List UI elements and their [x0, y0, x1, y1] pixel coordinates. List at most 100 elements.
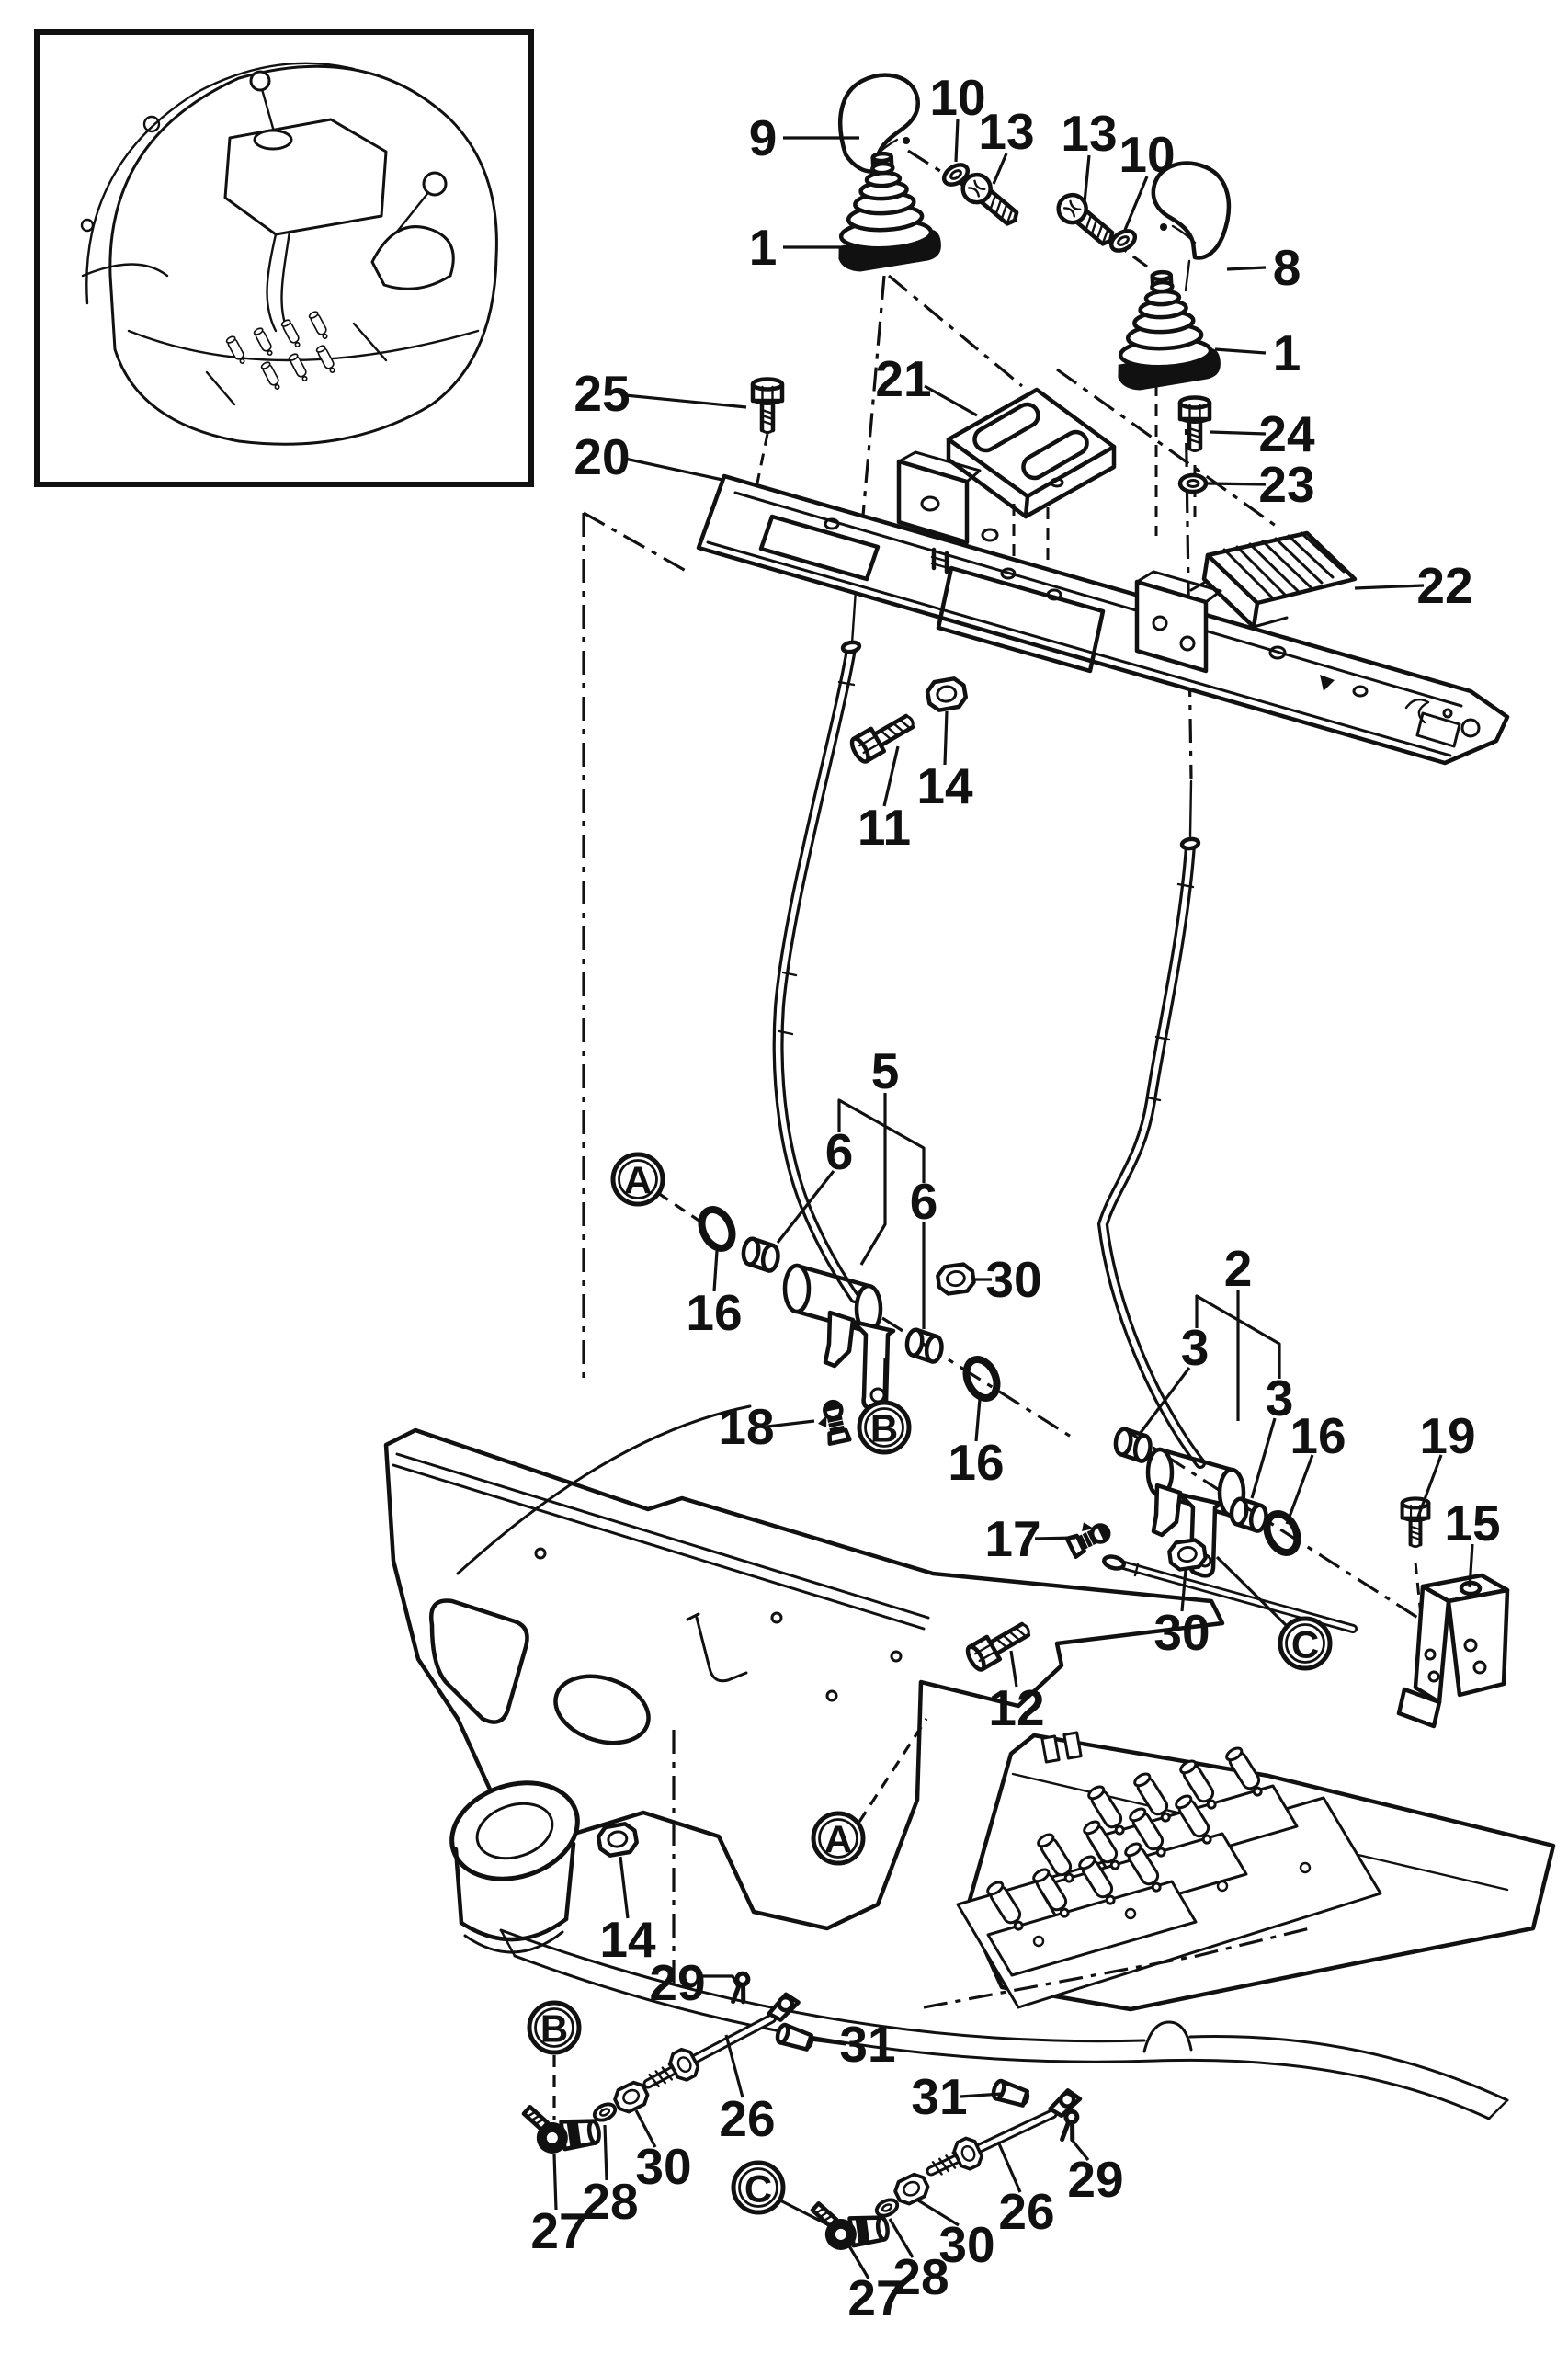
- reference-circle-A-0: A: [610, 1152, 665, 1207]
- callout-leader-5-16: [859, 1093, 887, 1266]
- bolt-19: [1403, 1498, 1429, 1546]
- part-callout-30-19: 30: [985, 1251, 1041, 1308]
- part-callout-19-27: 19: [1419, 1407, 1475, 1464]
- callout-leader-30-42: [917, 2199, 960, 2227]
- part-callout-6-18: 6: [910, 1173, 938, 1230]
- part-callout-3-25: 3: [1266, 1370, 1294, 1427]
- callout-leader-16-20: [712, 1250, 719, 1292]
- ref-leader-C-5: [778, 2198, 828, 2226]
- floor-plate-bottom: [499, 1928, 1509, 2120]
- part-callout-20-9: 20: [574, 428, 630, 485]
- nut-30-right-rod: [890, 2169, 933, 2209]
- part-callout-2-23: 2: [1224, 1240, 1253, 1297]
- callout-leader-22-13: [1354, 584, 1425, 590]
- reference-circle-B-4: B: [527, 2000, 582, 2055]
- washer-23: [1180, 475, 1206, 492]
- callout-leader-3-24: [1138, 1367, 1191, 1435]
- part-callout-27-44: 27: [847, 2269, 903, 2326]
- callout-leader-6-17: [776, 1170, 835, 1244]
- nut-14-upper: [926, 677, 968, 711]
- part-callout-14-15: 14: [916, 757, 973, 814]
- ref-leader-C-2: [1215, 1555, 1290, 1629]
- reference-letter-A: A: [624, 1159, 652, 1202]
- part-callout-28-43: 28: [892, 2248, 949, 2305]
- grease-fitting-17: [1063, 1514, 1112, 1556]
- machine-sketch: [80, 62, 498, 446]
- callout-leader-11-14: [882, 745, 900, 807]
- callout-leader-15-28: [1468, 1543, 1474, 1588]
- support-frame: [383, 1404, 1225, 1954]
- rubber-boot-1-right: [1113, 269, 1222, 392]
- callout-leader-16-26: [1285, 1454, 1314, 1525]
- callout-leader-25-8: [624, 393, 747, 409]
- part-callout-31-39: 31: [911, 2068, 967, 2125]
- part-callout-1-7: 1: [1273, 324, 1301, 381]
- callout-leader-21-10: [924, 384, 978, 417]
- callout-leader-8-5: [1226, 266, 1267, 271]
- part-callout-11-14: 11: [858, 799, 911, 856]
- joystick-handle-8: [1151, 161, 1232, 292]
- callout-leader-29-33: [699, 1974, 741, 1990]
- callout-leader-14-15: [943, 710, 949, 766]
- callout-leader-19-27: [1416, 1454, 1443, 1518]
- machine-overview-inset: [34, 29, 534, 487]
- part-callout-25-8: 25: [574, 365, 630, 422]
- part-callout-5-16: 5: [871, 1042, 900, 1099]
- part-callout-14-32: 14: [599, 1911, 656, 1968]
- rubber-boot-1-left: [834, 151, 943, 273]
- part-callout-24-11: 24: [1258, 405, 1315, 462]
- reference-circle-C-5: C: [731, 2160, 786, 2215]
- grease-fitting-18: [814, 1400, 849, 1445]
- reference-letter-C: C: [1291, 1623, 1319, 1666]
- reference-letter-B: B: [540, 2007, 568, 2051]
- callout-leader-28-37: [603, 2124, 608, 2181]
- part-callout-29-40: 29: [1067, 2151, 1123, 2208]
- callout-leader-1-7: [1214, 347, 1267, 355]
- part-callout-3-24: 3: [1181, 1319, 1210, 1376]
- plate-right-bracket: [1134, 570, 1222, 674]
- part-callout-9-0: 9: [749, 109, 778, 166]
- control-valve-block: [956, 1744, 1382, 2009]
- callout-leader-14-32: [619, 1856, 630, 1919]
- callout-leader-28-43: [888, 2218, 915, 2258]
- callout-leader-26-41: [996, 2141, 1022, 2193]
- screw-13-left: [958, 169, 1024, 231]
- part-callout-10-4: 10: [1119, 126, 1175, 183]
- part-callout-10-1: 10: [929, 69, 985, 126]
- part-callout-28-37: 28: [582, 2173, 638, 2230]
- reference-circle-A-3: A: [811, 1811, 866, 1866]
- o-ring-16-a: [696, 1205, 738, 1254]
- callout-leader-10-1: [954, 119, 960, 163]
- part-callout-16-26: 16: [1290, 1407, 1346, 1464]
- callout-leader-13-3: [1083, 154, 1091, 203]
- part-callout-16-20: 16: [686, 1284, 742, 1341]
- nut-30-a: [937, 1263, 975, 1294]
- ball-joint-27-left: [523, 2097, 601, 2156]
- clevis-pin-31-left: [776, 2024, 814, 2052]
- ref-leader-B-1: [882, 1358, 887, 1402]
- callout-leader-27-38: [552, 2154, 558, 2211]
- washer-28-right: [872, 2194, 902, 2222]
- ref-leader-A-3: [858, 1718, 928, 1823]
- callout-leader-29-40: [1071, 2139, 1090, 2162]
- part-callout-16-22: 16: [948, 1434, 1004, 1491]
- callout-leader-3-25: [1250, 1417, 1277, 1499]
- part-callout-30-36: 30: [635, 2138, 691, 2195]
- reference-circle-C-2: C: [1278, 1616, 1333, 1671]
- callout-leader-26-35: [724, 2034, 744, 2098]
- right-pivot-assembly: [1063, 1428, 1429, 1617]
- part-callout-17-29: 17: [984, 1510, 1040, 1567]
- callout-leader-30-36: [634, 2109, 657, 2148]
- callout-leader-24-11: [1210, 430, 1267, 436]
- part-callout-12-31: 12: [988, 1679, 1044, 1736]
- control-lever-left: [772, 640, 862, 1303]
- part-callout-29-33: 29: [649, 1954, 705, 2011]
- o-ring-16-c: [1261, 1509, 1303, 1558]
- tie-rod-26-right: [926, 2088, 1083, 2177]
- part-callout-18-21: 18: [718, 1398, 774, 1455]
- nut-14-lower: [597, 1823, 639, 1857]
- callout-leader-13-2: [992, 153, 1008, 185]
- o-ring-16-b: [960, 1355, 1003, 1404]
- lever-guide-bracket-21: [946, 387, 1117, 519]
